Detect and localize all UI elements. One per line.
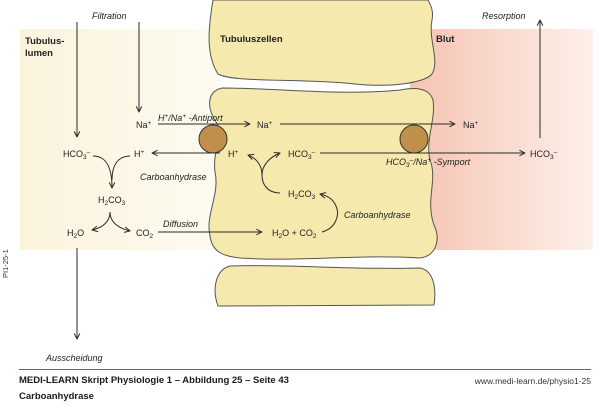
blood-label: Blut bbox=[436, 34, 455, 45]
lumen-label-line1: Tubulus- bbox=[25, 36, 64, 47]
footer-url[interactable]: www.medi-learn.de/physio1-25 bbox=[474, 376, 591, 386]
footer-title: MEDI-LEARN Skript Physiologie 1 – Abbild… bbox=[19, 375, 289, 386]
cell-na-label: Na+ bbox=[257, 120, 273, 130]
figure-code: PI1-25-1 bbox=[1, 249, 10, 278]
blood-na-label: Na+ bbox=[463, 120, 479, 130]
tubular-cell-lower bbox=[214, 265, 436, 307]
lumen-split-co2-arrow bbox=[109, 211, 130, 231]
lumen-h2co3-label: H2CO3 bbox=[98, 195, 126, 207]
footer-subtitle: Carboanhydrase bbox=[19, 391, 94, 402]
cells-label: Tubuluszellen bbox=[220, 34, 283, 45]
lumen-carboanhydrase-label: Carboanhydrase bbox=[140, 172, 207, 182]
lumen-h2o-label: H2O bbox=[67, 228, 84, 240]
antiport-label: H+/Na+ -Antiport bbox=[158, 113, 223, 123]
cell-hco3-label: HCO3– bbox=[288, 149, 316, 161]
lumen-na-label: Na+ bbox=[136, 120, 152, 130]
lumen-co2-label: CO2 bbox=[136, 228, 154, 240]
excretion-label: Ausscheidung bbox=[45, 353, 103, 363]
symport-label: HCO3–/Na+ -Symport bbox=[386, 157, 471, 169]
diffusion-label: Diffusion bbox=[163, 219, 198, 229]
lumen-merge-arrow bbox=[92, 155, 112, 188]
footer-divider bbox=[19, 369, 591, 370]
resorption-label: Resorption bbox=[482, 11, 526, 21]
cell-h-label: H+ bbox=[228, 149, 239, 159]
cell-h2co3-label: H2CO3 bbox=[288, 189, 316, 201]
cell-h2o-co2-label: H2O + CO2 bbox=[272, 228, 317, 240]
lumen-hco3-label: HCO3– bbox=[63, 149, 91, 161]
filtration-label: Filtration bbox=[92, 11, 127, 21]
cell-carboanhydrase-label: Carboanhydrase bbox=[344, 210, 411, 220]
cell-carboanhydrase-arrow bbox=[320, 194, 338, 233]
antiport-transporter bbox=[198, 124, 228, 154]
blood-region bbox=[410, 29, 593, 250]
lumen-h-label: H+ bbox=[134, 149, 145, 159]
tubular-cell-middle bbox=[208, 87, 438, 260]
blood-hco3-label: HCO3– bbox=[530, 149, 558, 161]
lumen-merge-curve bbox=[111, 155, 131, 181]
cell-h2co3-to-hco3-arrow bbox=[261, 153, 280, 176]
lumen-label-line2: lumen bbox=[25, 48, 53, 59]
tubular-cell-upper bbox=[208, 0, 436, 86]
lumen-region bbox=[20, 29, 220, 250]
symport-transporter bbox=[399, 124, 429, 154]
